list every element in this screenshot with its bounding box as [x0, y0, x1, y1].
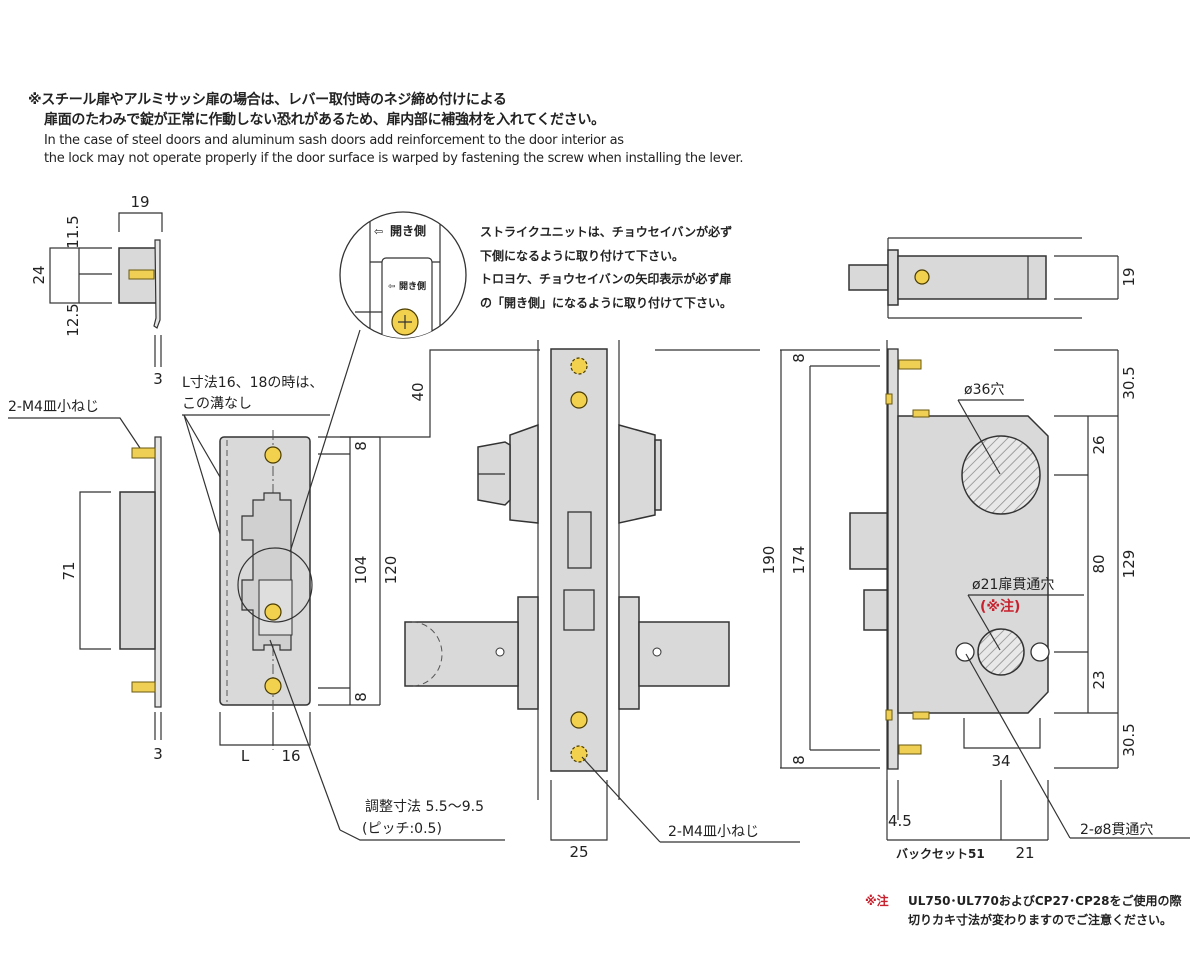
deadbolt-slot [567, 511, 592, 569]
strike-instruction-1: ストライクユニットは、チョウセイバンが必ず [480, 224, 732, 239]
dim-19-top: 19 [1120, 267, 1138, 286]
dim-24: 24 [30, 265, 48, 284]
hole-36 [961, 435, 1041, 515]
dim-26: 26 [1090, 435, 1108, 454]
lock-top-view: 19 [848, 237, 1138, 319]
dim-120: 120 [382, 556, 400, 585]
dim-8-body-bottom: 8 [790, 755, 808, 765]
warning-jp-line2: 扉面のたわみで錠が正常に作動しない恐れがあるため、扉内部に補強材を入れてください… [44, 112, 605, 128]
strike-front-view: L寸法16、18の時は、 この溝なし 40 8 8 104 120 L 16 [182, 329, 540, 841]
screw-icon [912, 711, 930, 720]
open-side-detail: ⇦ 開き側 ⇦ 開き側 ストライクユニットは、チョウセイバンが必ず 下側になるよ… [339, 211, 732, 339]
arrow-left-icon: ⇦ [374, 225, 383, 238]
adjust-label: 調整寸法 5.5〜9.5 [365, 799, 484, 815]
dim-71: 71 [60, 561, 78, 580]
screw-label-center: 2-M4皿小ねじ [668, 824, 759, 840]
open-side-small: 開き側 [399, 280, 426, 292]
hole-21-note: (※注) [980, 598, 1020, 615]
footnote: ※注 UL750･UL770およびCP27･CP28をご使用の際 切りカキ寸法が… [865, 893, 1182, 927]
deadbolt-block [849, 512, 889, 570]
screw-icon [570, 391, 588, 409]
strike-plate-edge [153, 239, 161, 329]
dim-104: 104 [352, 556, 370, 585]
screw-icon [912, 409, 930, 418]
dim-19: 19 [130, 193, 149, 211]
dim-box-outline [49, 247, 80, 304]
dim-3-bottom: 3 [153, 745, 163, 763]
dim-16: 16 [281, 747, 300, 765]
strike-side-view: 2-M4皿小ねじ 71 3 [8, 399, 163, 763]
dim-21: 21 [1015, 844, 1034, 862]
lever-right [638, 621, 730, 687]
screw-icon [264, 677, 282, 695]
groove-note-1: L寸法16、18の時は、 [182, 375, 323, 391]
strike-instruction-4: の「開き側」になるように取り付けて下さい。 [480, 295, 732, 310]
hole-8-right [1030, 642, 1050, 662]
dim-30-5-bottom: 30.5 [1120, 723, 1138, 756]
screw-icon [898, 359, 922, 370]
backset-label: バックセット51 [896, 847, 985, 861]
hole-21-label: ø21扉貫通穴 [972, 577, 1054, 593]
screw-icon [898, 744, 922, 755]
strike-top-view: 19 11.5 24 12.5 3 [30, 193, 163, 388]
screw-icon [131, 447, 156, 459]
strike-instruction-3: トロヨケ、チョウセイバンの矢印表示が必ず扉 [480, 271, 731, 286]
dim-34: 34 [991, 752, 1010, 770]
dim-L: L [241, 747, 250, 765]
footnote-line1: UL750･UL770およびCP27･CP28をご使用の際 [908, 893, 1182, 908]
arrow-left-icon: ⇦ [388, 282, 396, 292]
detail-circle [237, 547, 313, 623]
strike-plate-side [154, 436, 162, 708]
warning-en-line1: In the case of steel doors and aluminum … [44, 133, 624, 148]
lock-body-view: 8 8 190 174 ø36穴 ø21扉貫通穴 (※注) 2-ø8貫通穴 [760, 340, 1190, 862]
hole-36-label: ø36穴 [964, 382, 1004, 398]
dim-8-bottom: 8 [352, 692, 370, 702]
footnote-line2: 切りカキ寸法が変わりますのでご注意ください。 [908, 912, 1172, 927]
screw-icon [570, 711, 588, 729]
dim-12-5: 12.5 [64, 303, 82, 336]
dim-174: 174 [790, 546, 808, 575]
screw-icon [131, 681, 156, 693]
warning-jp-line1: ※スチール扉やアルミサッシ扉の場合は、レバー取付時のネジ締め付けによる [28, 92, 507, 108]
lock-front-view: 2-M4皿小ねじ 25 [404, 340, 800, 861]
dim-11-5: 11.5 [64, 215, 82, 248]
strike-box-side [119, 491, 156, 650]
hole-8-left [955, 642, 975, 662]
pitch-label: (ピッチ:0.5) [362, 821, 442, 837]
hole-8-label: 2-ø8貫通穴 [1080, 822, 1153, 838]
screw-label-left: 2-M4皿小ねじ [8, 399, 99, 415]
dim-23: 23 [1090, 670, 1108, 689]
dim-190: 190 [760, 546, 778, 575]
screw-icon [264, 446, 282, 464]
dim-8-body-top: 8 [790, 353, 808, 363]
dim-3-top: 3 [153, 370, 163, 388]
latch-block [863, 589, 889, 631]
hole-21 [977, 628, 1025, 676]
dim-129: 129 [1120, 550, 1138, 579]
dim-80: 80 [1090, 554, 1108, 573]
open-side-large: 開き側 [390, 223, 426, 238]
screw-icon [570, 357, 588, 375]
screw-icon [128, 269, 155, 280]
groove-note-2: この溝なし [182, 396, 252, 412]
dim-30-5-top: 30.5 [1120, 366, 1138, 399]
dim-8-top: 8 [352, 441, 370, 451]
strike-instruction-2: 下側になるように取り付けて下さい。 [480, 248, 684, 263]
dim-25: 25 [569, 843, 588, 861]
screw-icon [914, 269, 930, 285]
dim-40: 40 [409, 382, 427, 401]
dim-4-5: 4.5 [888, 812, 912, 830]
screw-icon [264, 603, 282, 621]
latch [563, 589, 595, 631]
footnote-mark: ※注 [865, 893, 889, 908]
warning-en-line2: the lock may not operate properly if the… [44, 151, 744, 166]
